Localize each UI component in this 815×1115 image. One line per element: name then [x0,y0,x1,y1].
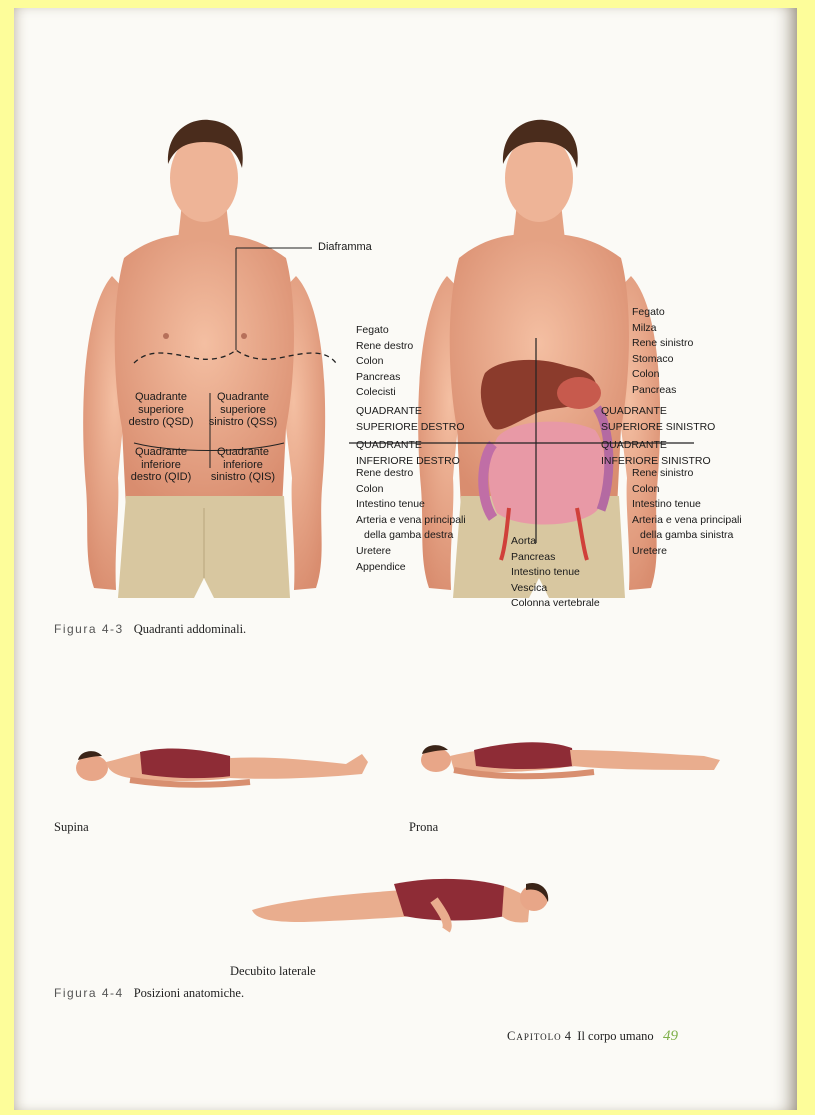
prone-label: Prona [409,820,438,835]
lower-left-quadrant-title: QUADRANTE INFERIORE SINISTRO [601,438,711,469]
figure-4-3-caption: Figura 4-3 Quadranti addominali. [54,622,246,637]
chapter-title: Il corpo umano [577,1029,653,1043]
supine-label: Supina [54,820,89,835]
supine-pose-illustration [70,726,370,806]
page-footer: Capitolo 4 Il corpo umano 49 [507,1028,678,1045]
upper-left-quadrant-title: QUADRANTE SUPERIORE SINISTRO [601,404,715,435]
figure-4-4-number: Figura 4-4 [54,986,124,1000]
chapter-label: Capitolo [507,1029,562,1043]
lateral-label: Decubito laterale [230,964,316,979]
lower-left-organs-list: Rene sinistro Colon Intestino tenue Arte… [632,466,742,560]
lower-right-quadrant-title: QUADRANTE INFERIORE DESTRO [356,438,460,469]
upper-right-organs-list: Fegato Rene destro Colon Pancreas Coleci… [356,323,413,401]
lower-right-organs-list: Rene destro Colon Intestino tenue Arteri… [356,466,466,575]
figure-4-4-caption: Figura 4-4 Posizioni anatomiche. [54,986,244,1001]
diaphragm-label: Diaframma [318,240,372,256]
chapter-number: 4 [565,1029,571,1043]
figure-4-4-caption-text: Posizioni anatomiche. [134,986,244,1000]
prone-pose-illustration [414,726,734,796]
upper-right-quadrant-title: QUADRANTE SUPERIORE DESTRO [356,404,465,435]
lateral-pose-illustration [244,860,554,940]
page-number: 49 [663,1028,678,1044]
figure-4-3-caption-text: Quadranti addominali. [134,622,246,636]
upper-left-organs-list: Fegato Milza Rene sinistro Stomaco Colon… [632,305,693,399]
figure-4-3-number: Figura 4-3 [54,622,124,636]
midline-organs-list: Aorta Pancreas Intestino tenue Vescica C… [511,534,600,612]
